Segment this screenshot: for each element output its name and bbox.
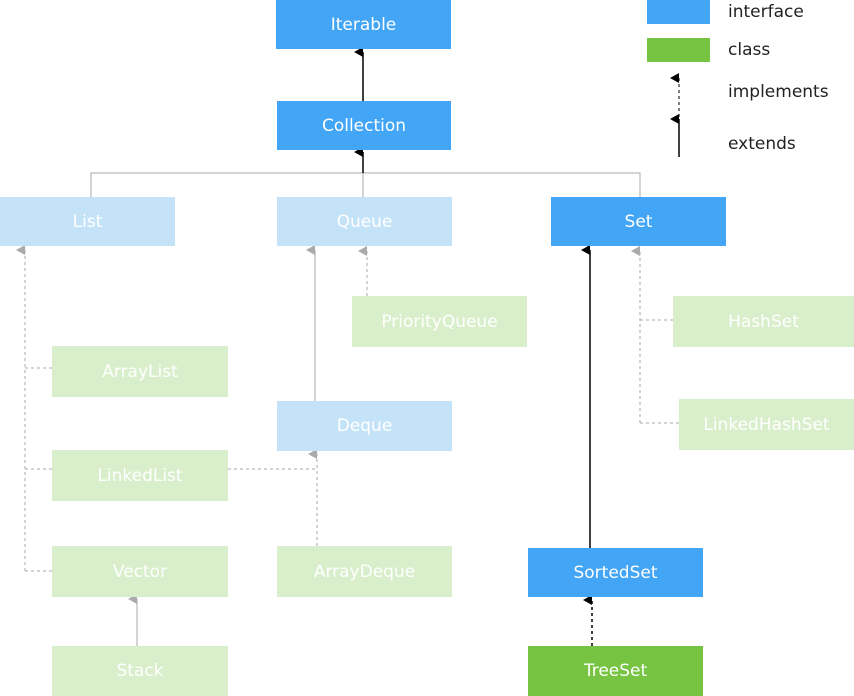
- legend-implements-label: implements: [728, 82, 829, 102]
- legend-interface-label: interface: [728, 2, 804, 22]
- node-queue-label: Queue: [336, 211, 393, 232]
- node-linkedlist: LinkedList: [52, 450, 228, 501]
- node-priorityqueue: PriorityQueue: [352, 296, 527, 347]
- node-linkedhashset-label: LinkedHashSet: [703, 414, 830, 435]
- node-list: List: [0, 197, 175, 246]
- node-collection-label: Collection: [321, 115, 407, 136]
- node-arraylist: ArrayList: [52, 346, 228, 397]
- legend-class-swatch: [647, 38, 710, 62]
- edge-bus-collection: [90, 172, 641, 197]
- node-treeset-label: TreeSet: [583, 661, 648, 681]
- node-sortedset-label: SortedSet: [573, 562, 658, 583]
- legend-extends-label: extends: [728, 134, 796, 154]
- node-set-label: Set: [624, 211, 653, 232]
- node-treeset: TreeSet: [528, 646, 703, 696]
- legend-class-label: class: [728, 40, 771, 60]
- node-deque-label: Deque: [336, 416, 393, 436]
- node-queue: Queue: [277, 197, 452, 246]
- node-iterable-label: Iterable: [330, 14, 397, 35]
- node-set: Set: [551, 197, 726, 246]
- legend-interface-swatch: [647, 0, 710, 24]
- node-linkedhashset: LinkedHashSet: [679, 399, 854, 450]
- node-vector: Vector: [52, 546, 228, 597]
- node-deque: Deque: [277, 401, 452, 451]
- node-collection: Collection: [277, 101, 451, 150]
- node-vector-label: Vector: [112, 561, 168, 582]
- node-hashset: HashSet: [673, 296, 854, 347]
- node-iterable: Iterable: [276, 0, 451, 49]
- node-stack: Stack: [52, 646, 228, 696]
- node-arraydeque-label: ArrayDeque: [313, 561, 416, 582]
- node-priorityqueue-label: PriorityQueue: [381, 311, 498, 332]
- node-hashset-label: HashSet: [728, 311, 799, 332]
- node-linkedlist-label: LinkedList: [97, 465, 183, 486]
- node-stack-label: Stack: [116, 661, 164, 681]
- node-arraydeque: ArrayDeque: [277, 546, 452, 597]
- node-sortedset: SortedSet: [528, 548, 703, 597]
- node-list-label: List: [72, 211, 103, 232]
- node-arraylist-label: ArrayList: [102, 361, 178, 382]
